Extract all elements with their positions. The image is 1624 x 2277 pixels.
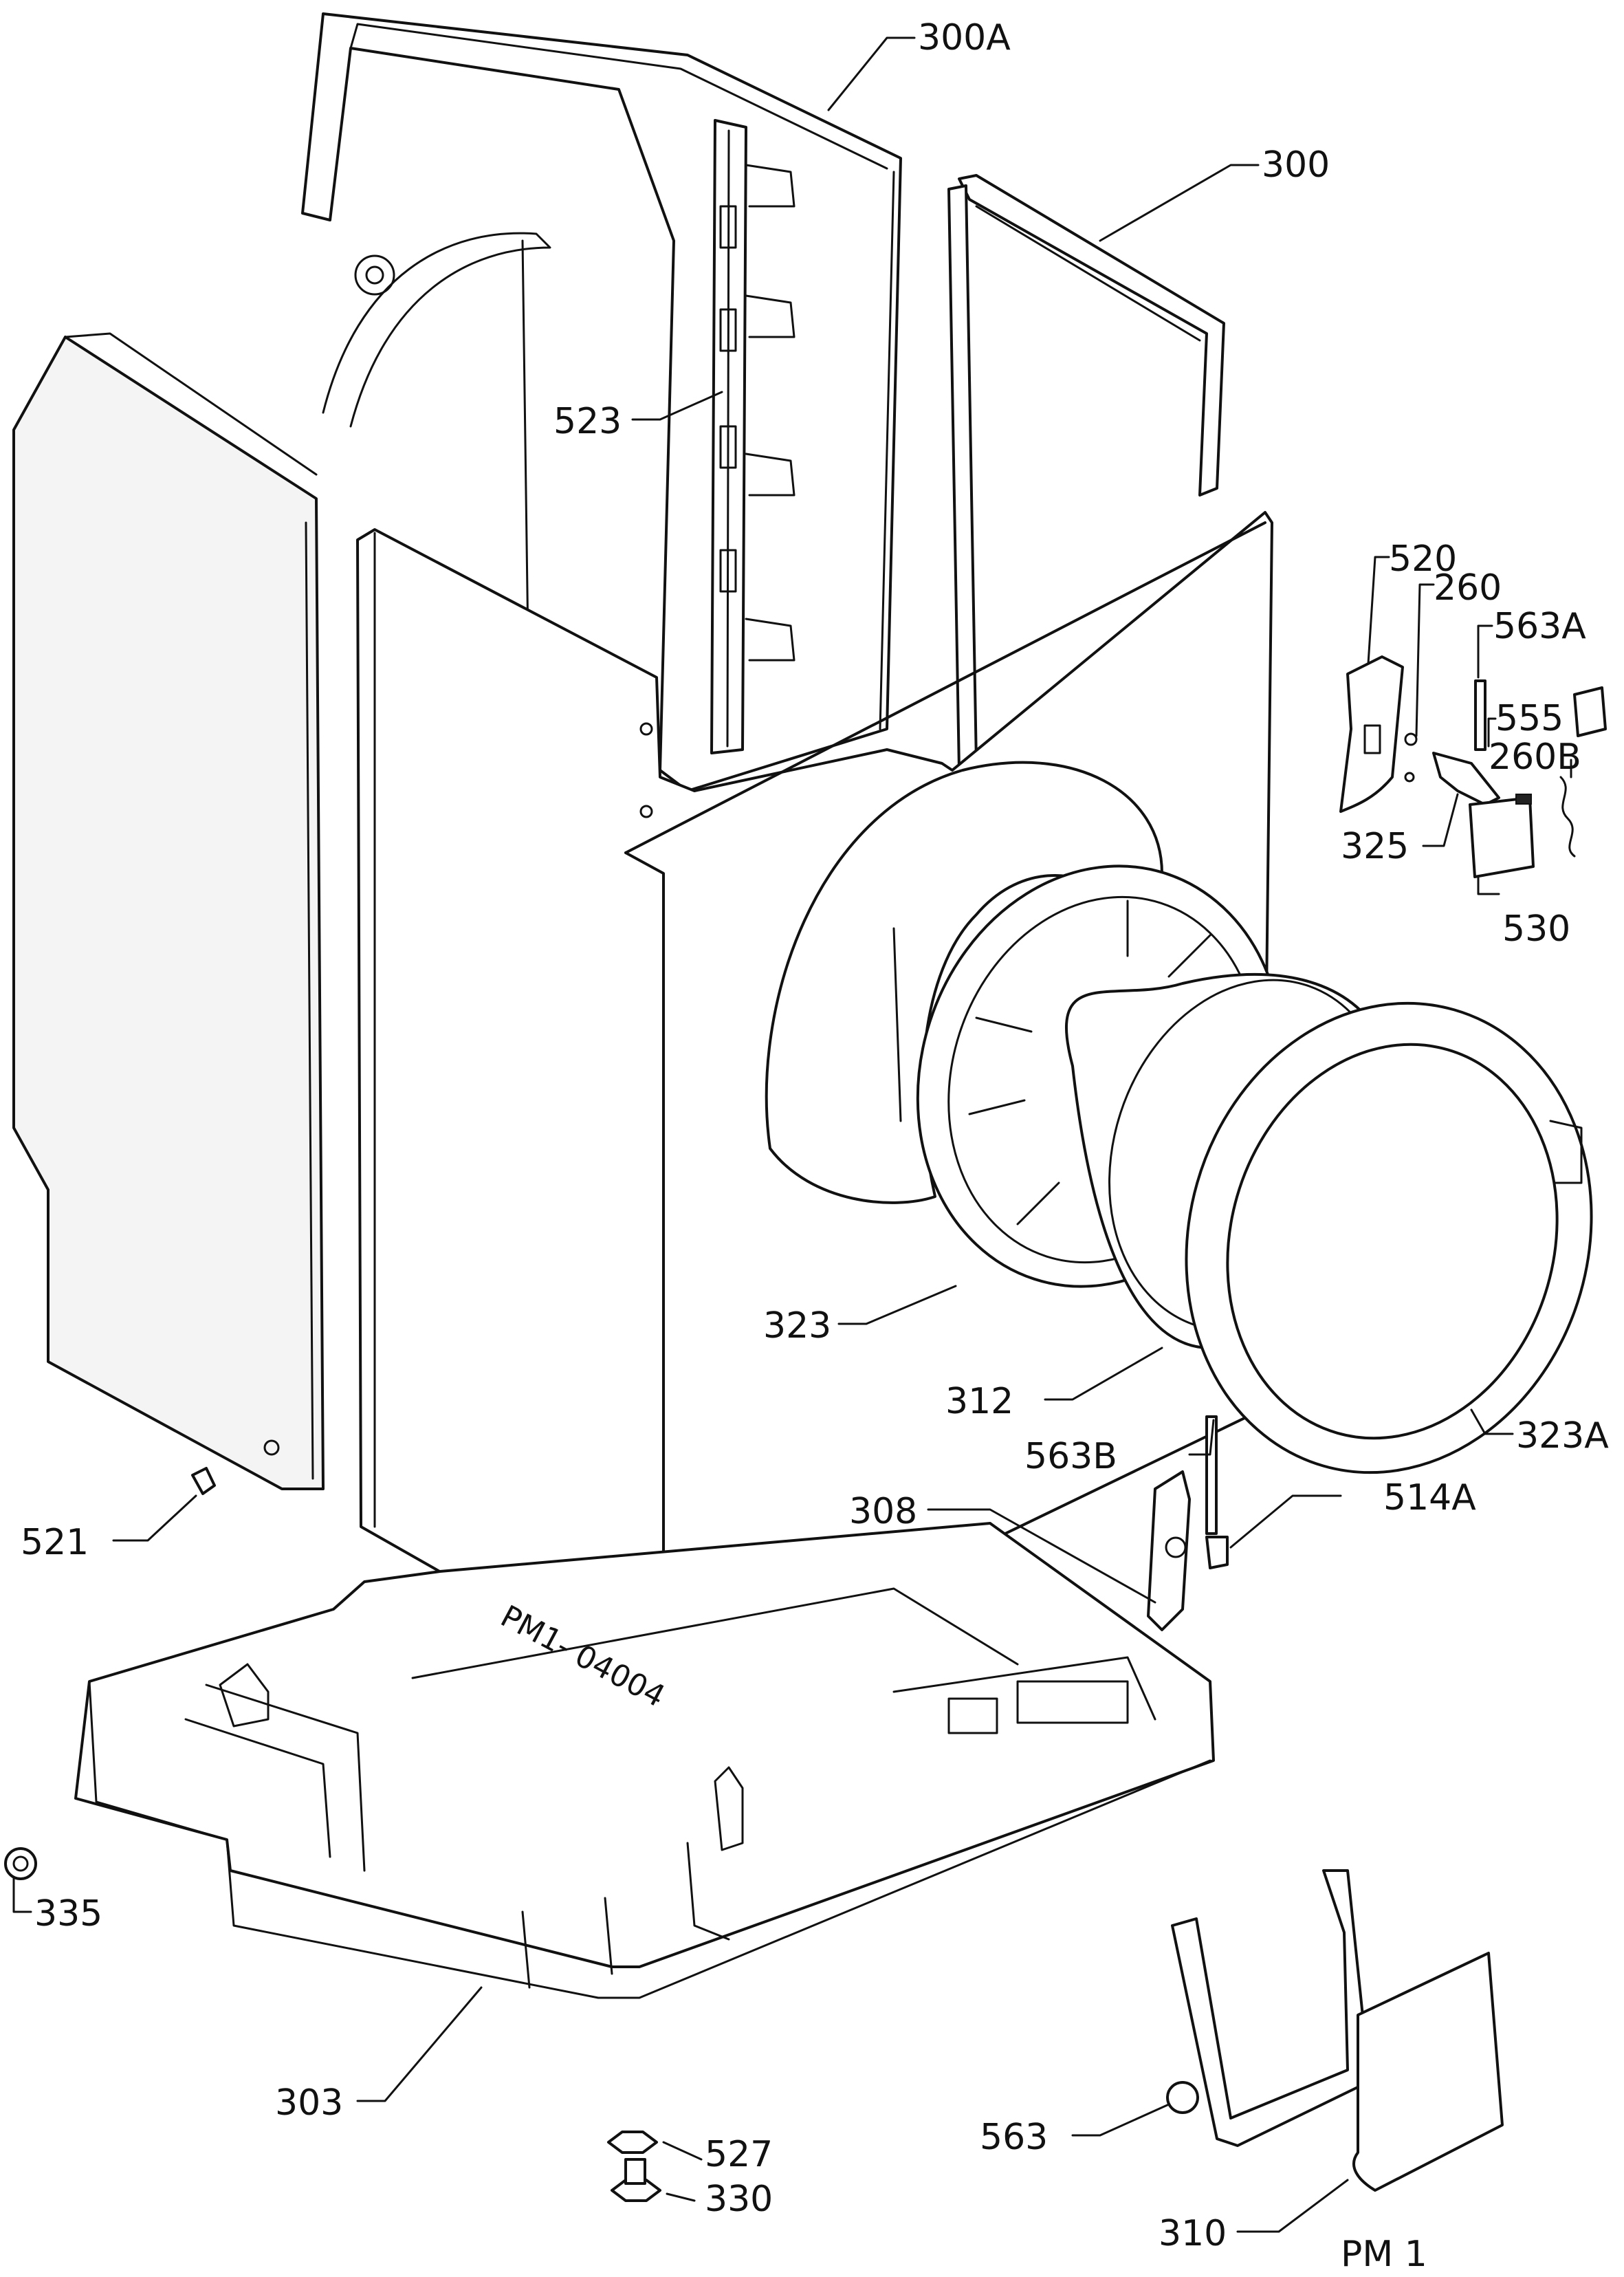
main-cabinet — [356, 511, 1273, 1700]
label-521: 521 — [21, 1522, 89, 1563]
label-514A: 514A — [1383, 1477, 1476, 1518]
label-303: 303 — [275, 2082, 343, 2124]
label-563B: 563B — [1024, 1436, 1117, 1477]
label-323: 323 — [763, 1305, 831, 1347]
label-530: 530 — [1502, 908, 1570, 950]
door-lock-cluster — [1339, 655, 1607, 878]
service-flap — [1166, 1869, 1504, 2192]
label-520: 520 — [1389, 538, 1457, 580]
door-ring-323A — [1185, 1001, 1593, 1474]
label-527: 527 — [705, 2134, 773, 2175]
rear-frame-300A — [301, 12, 902, 792]
label-300: 300 — [1262, 144, 1330, 186]
label-555: 555 — [1495, 698, 1563, 739]
label-300A: 300A — [918, 17, 1011, 58]
label-563: 563 — [980, 2117, 1048, 2158]
label-260: 260 — [1434, 567, 1502, 609]
leader-lines — [12, 36, 1572, 2233]
label-323A: 323A — [1516, 1415, 1609, 1457]
base-frame-303 — [74, 1522, 1215, 1999]
label-325: 325 — [1341, 826, 1409, 867]
small-parts — [4, 1467, 661, 2202]
label-260B: 260B — [1489, 737, 1581, 778]
label-312: 312 — [945, 1381, 1013, 1422]
label-523: 523 — [553, 401, 622, 442]
label-330: 330 — [705, 2179, 773, 2220]
label-563A: 563A — [1493, 606, 1586, 647]
inner-rail-523 — [710, 119, 795, 754]
left-side-panel — [12, 332, 325, 1490]
label-335: 335 — [34, 1893, 102, 1935]
sheet-id: PM 1 — [1341, 2234, 1427, 2274]
label-308: 308 — [849, 1491, 917, 1532]
label-310: 310 — [1159, 2213, 1227, 2254]
hinge-assembly — [1147, 1415, 1229, 1631]
